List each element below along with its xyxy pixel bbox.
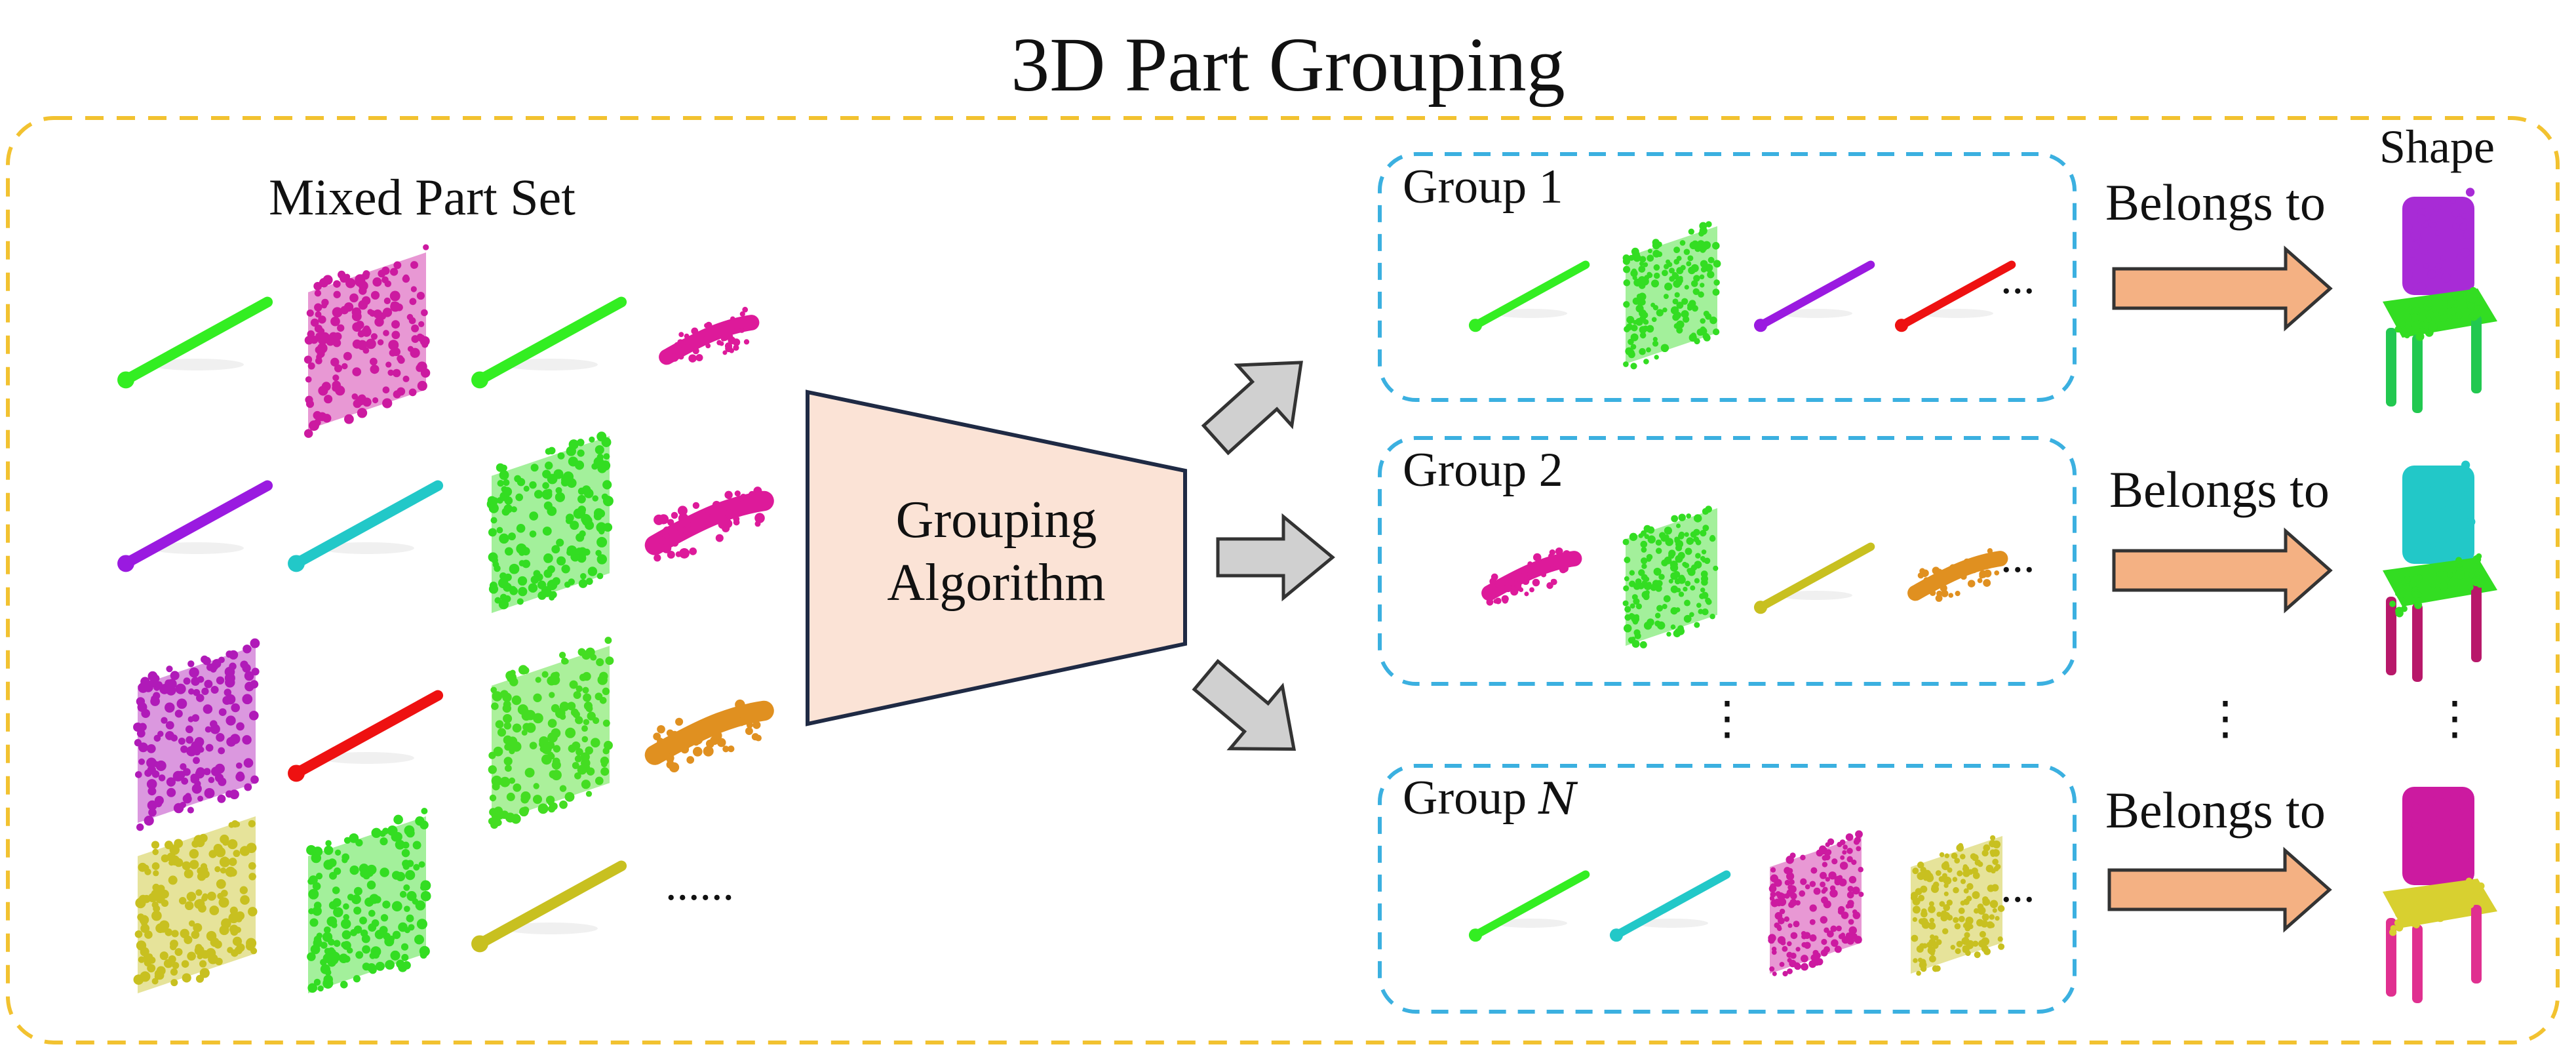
group-n-ellipsis: ... <box>2000 862 2035 912</box>
group-2-part-4 <box>1907 548 2008 602</box>
group-2-part-2 <box>1622 506 1719 648</box>
mixed-part-10 <box>288 690 444 782</box>
grouping-algorithm-block <box>806 389 1187 726</box>
mixed-part-13 <box>133 816 258 993</box>
group-n-label: Group N <box>1403 774 1576 822</box>
mixed-part-11 <box>488 637 614 829</box>
group-1-box <box>1378 152 2077 402</box>
group-n-box <box>1378 764 2077 1014</box>
mixed-part-set-label: Mixed Part Set <box>269 169 576 226</box>
mixed-part-7 <box>486 431 614 613</box>
group-1-part-4 <box>1894 260 2016 332</box>
mixed-part-2 <box>303 244 431 438</box>
assembled-shapes <box>2383 188 2497 1003</box>
group-n-label-prefix: Group <box>1403 771 1539 825</box>
belongs-arrow-1 <box>2112 245 2333 332</box>
mixed-part-8 <box>644 487 774 562</box>
mixed-set-ellipsis: ...... <box>665 860 734 910</box>
group-1-label: Group 1 <box>1403 160 1563 214</box>
arrow-to-group-1 <box>1201 361 1303 456</box>
group-3-part-3 <box>1768 830 1864 977</box>
group-2-ellipsis: ... <box>2000 532 2035 582</box>
diagram-title: 3D Part Grouping <box>1011 22 1565 108</box>
group-2-part-3 <box>1753 542 1875 614</box>
arrow-to-group-n <box>1192 659 1297 751</box>
group-3-part-2 <box>1609 870 1731 942</box>
grouping-algorithm-label: Grouping Algorithm <box>826 488 1167 614</box>
group-2-part-1 <box>1481 547 1582 606</box>
belongs-to-label-n: Belongs to <box>2105 782 2326 839</box>
group-1-part-2 <box>1622 221 1721 370</box>
group-2-label: Group 2 <box>1403 443 1563 497</box>
group-n-variable: N <box>1538 774 1577 824</box>
mixed-part-12 <box>644 699 774 772</box>
mixed-part-9 <box>133 638 260 831</box>
group-3-part-4 <box>1910 835 2005 976</box>
belongs-arrow-2 <box>2112 527 2333 614</box>
shape-chair-1 <box>2383 188 2497 413</box>
shape-chair-2 <box>2383 460 2497 682</box>
group-1-part-1 <box>1468 260 1590 332</box>
mixed-part-6 <box>288 480 444 572</box>
group-1-part-3 <box>1753 260 1875 332</box>
mixed-part-3 <box>471 296 627 389</box>
algo-line-1: Grouping <box>895 491 1097 549</box>
arrow-to-group-2 <box>1216 513 1335 602</box>
outer-container <box>6 116 2560 1044</box>
mixed-part-5 <box>117 480 273 572</box>
shape-chair-n <box>2383 787 2497 1003</box>
mixed-part-15 <box>471 860 627 953</box>
belongs-to-label-1: Belongs to <box>2105 174 2326 231</box>
vertical-ellipsis-shapes: ⋮ <box>2432 694 2478 744</box>
group-3-part-1 <box>1468 870 1590 942</box>
algo-line-2: Algorithm <box>887 554 1106 612</box>
mixed-part-14 <box>306 807 431 993</box>
shape-label: Shape <box>2379 121 2495 173</box>
belongs-arrow-n <box>2107 846 2332 933</box>
vertical-ellipsis-arrows: ⋮ <box>2202 694 2248 744</box>
group-2-box <box>1378 436 2077 686</box>
vertical-ellipsis-groups: ⋮ <box>1704 694 1750 744</box>
point-cloud-parts <box>117 221 2016 993</box>
belongs-to-label-2: Belongs to <box>2109 461 2330 518</box>
mixed-part-1 <box>117 296 273 389</box>
group-1-ellipsis: ... <box>2000 253 2035 304</box>
mixed-part-4 <box>659 306 760 365</box>
